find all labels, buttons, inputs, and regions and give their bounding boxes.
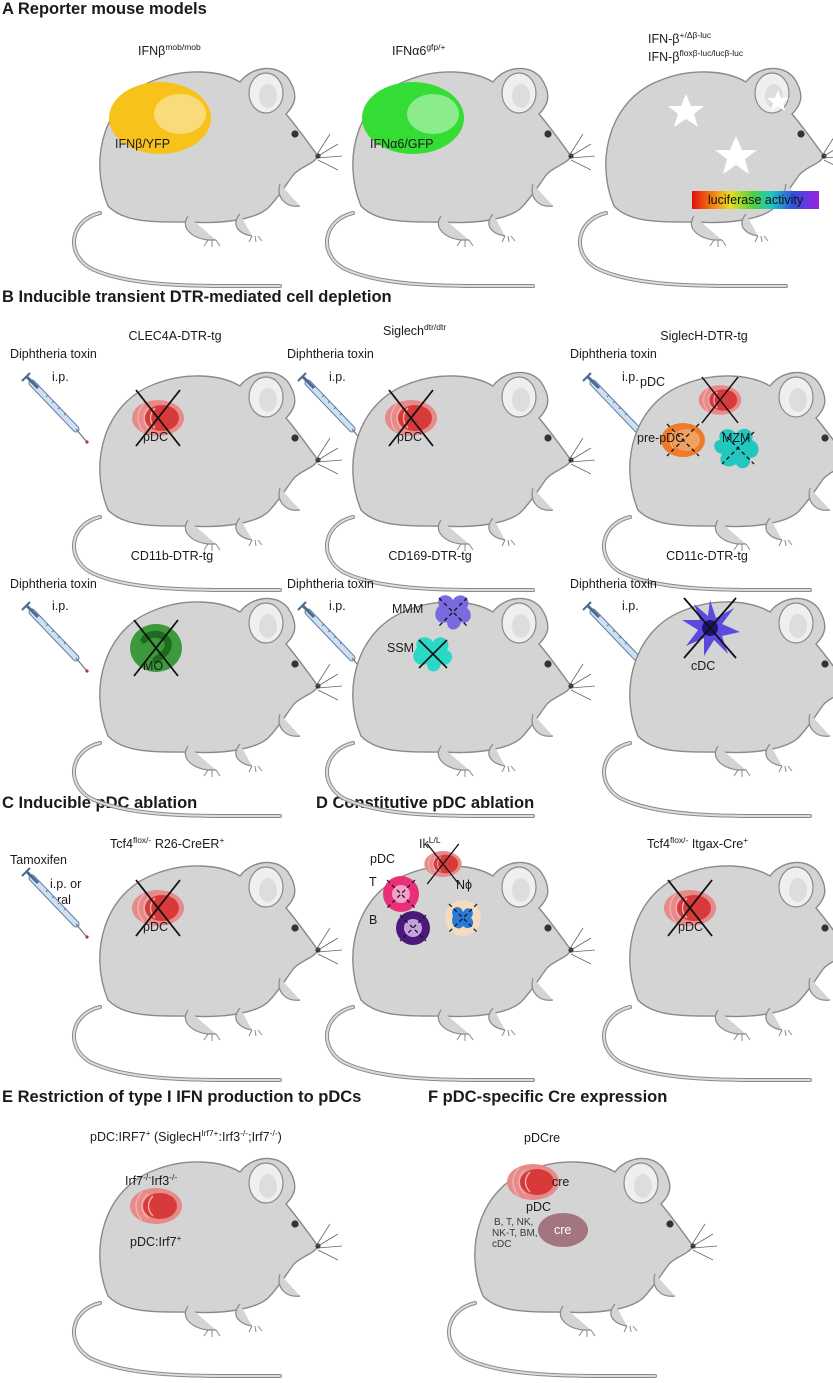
pdc-label: pDC [640,375,666,389]
mouse-tcf4-itgax [601,860,833,1083]
mouse-title-clec4a-dtr: CLEC4A-DTR-tg [128,329,222,343]
cell-types-label-3: cDC [492,1239,512,1250]
mo-label: MO [143,659,164,673]
mouse-ifnb-mob [71,66,345,289]
mouse-ifna6-gfp [324,66,597,289]
mouse-title-siglech-dtr-tg: SiglecH-DTR-tg [660,329,748,343]
pre-pdc-label: pre-pDC [637,431,685,445]
mouse-pdc-irf7 [71,1156,345,1379]
ip-label: i.p. [622,599,639,613]
route-label-1: i.p. or [50,877,82,891]
mouse-cd11b-dtr [71,596,345,819]
mmm-label: MMM [392,602,424,616]
ifnb-yfp-label: IFNβ/YFP [115,137,171,151]
pdc-label: pDC [397,430,423,444]
mouse-title-tcf4-itgax: Tcf4flox/- Itgax-Cre+ [647,835,749,852]
mouse-title-cd11b-dtr: CD11b-DTR-tg [130,549,214,563]
ip-label: i.p. [52,599,69,613]
diphtheria-toxin-label: Diphtheria toxin [570,347,657,361]
pdc-label: pDC [143,430,169,444]
ip-label: i.p. [329,599,346,613]
ip-label: i.p. [622,370,639,384]
mouse-title-siglech-dtr: Siglechdtr/dtr [383,322,447,339]
mouse-title-pdcre: pDCre [524,1131,561,1145]
monocyte-cell [130,619,182,677]
ssm-cell [413,637,453,672]
mmm-cell [435,595,471,630]
mouse-title-ifnb-luc-2: IFN-βfloxβ-luc/lucβ-luc [648,48,744,65]
diphtheria-toxin-label: Diphtheria toxin [287,577,374,591]
mouse-ik [324,843,597,1083]
mouse-ifnb-luc [577,66,833,289]
mouse-title-ifna6-gfp: IFNα6gfp/+ [392,42,446,59]
pdc-label: pDC [370,852,396,866]
luciferase-star-icon [668,94,704,127]
cdc-cell [682,597,740,659]
mzm-label: MZM [722,431,751,445]
cell-types-label-2: NK-T, BM, [492,1228,538,1239]
mzm-cell [714,428,759,469]
diphtheria-toxin-label: Diphtheria toxin [10,577,97,591]
section-title-b: B Inducible transient DTR-mediated cell … [2,288,392,306]
mouse-title-pdc-irf7: pDC:IRF7+ (SiglecHIrf7+:Irf3-/-;Irf7-/-) [90,1128,282,1145]
ifna6-gfp-label: IFNα6/GFP [370,137,434,151]
pdc-irf7-label: pDC:Irf7+ [130,1233,182,1250]
diphtheria-toxin-label: Diphtheria toxin [10,347,97,361]
luciferase-star-icon [715,136,757,174]
cdc-label: cDC [691,659,716,673]
mouse-siglech-dtr-tg [601,370,833,593]
diphtheria-toxin-label: Diphtheria toxin [287,347,374,361]
cell-types-label-1: B, T, NK, [494,1217,534,1228]
ssm-label: SSM [387,641,415,655]
ip-label: i.p. [329,370,346,384]
neutrophil-cell [445,900,481,936]
mouse-cd169-dtr [324,595,597,819]
pdc-label: pDC [526,1200,552,1214]
neutrophil-label: Nϕ [456,878,473,892]
mouse-title-ik: IkL/L [419,835,441,852]
ip-label: i.p. [52,370,69,384]
mouse-cd11c-dtr [601,596,833,819]
section-title-a: A Reporter mouse models [2,0,207,18]
cre-label-other: cre [554,1223,572,1237]
irf7-irf3-ko-label: Irf7-/-Irf3-/- [125,1172,178,1189]
diphtheria-toxin-label: Diphtheria toxin [570,577,657,591]
mouse-title-ifnb-luc-1: IFN-β+/Δβ-luc [648,30,712,47]
pdc-label: pDC [143,920,169,934]
section-title-f: F pDC-specific Cre expression [428,1088,668,1106]
t-label: T [369,875,377,889]
b-cell [396,911,430,945]
t-cell [383,876,419,912]
mouse-title-cd169-dtr: CD169-DTR-tg [388,549,472,563]
pre-pdc-cell [661,423,705,457]
mouse-title-ifnb-mob: IFNβmob/mob [138,42,201,59]
tamoxifen-label: Tamoxifen [10,853,67,867]
luciferase-activity-scale: luciferase activity [692,191,819,209]
mouse-title-cd11c-dtr: CD11c-DTR-tg [666,549,748,563]
cre-label-pdc: cre [552,1175,570,1189]
b-label: B [369,913,378,927]
pdc-label: pDC [678,920,704,934]
mouse-title-tcf4-r26: Tcf4flox/- R26-CreER+ [110,835,225,852]
section-title-e: E Restriction of type I IFN production t… [2,1088,362,1106]
luciferase-star-icon [767,90,789,111]
mouse-tcf4-r26 [71,860,345,1083]
other-cells-region [538,1213,588,1247]
mouse-pdcre [446,1156,719,1379]
